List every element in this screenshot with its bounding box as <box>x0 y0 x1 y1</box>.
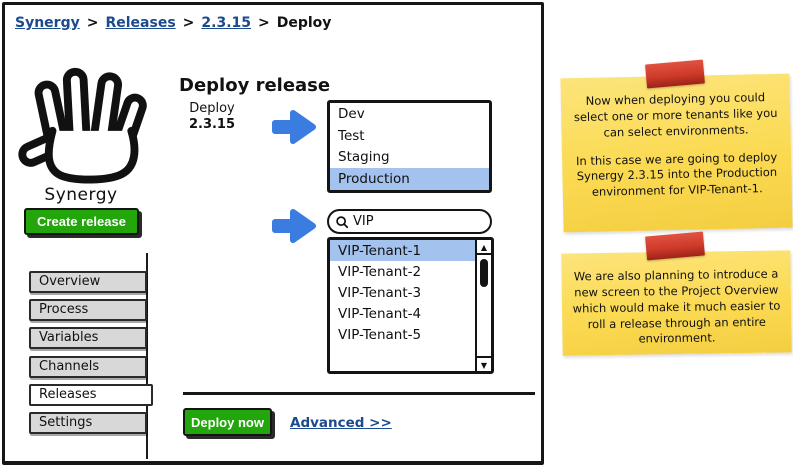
tenant-option-vip-tenant-1[interactable]: VIP-Tenant-1 <box>330 240 475 261</box>
deploy-version: 2.3.15 <box>188 117 236 132</box>
sidebar-tab-releases[interactable]: Releases <box>29 383 153 406</box>
tenant-option-vip-tenant-3[interactable]: VIP-Tenant-3 <box>338 284 422 301</box>
tenant-search-input[interactable] <box>353 214 473 229</box>
sidebar-tab-variables[interactable]: Variables <box>29 327 147 350</box>
note-paragraph: We are also planning to introduce a new … <box>572 266 781 346</box>
page-title: Deploy release <box>179 75 331 96</box>
breadcrumb-item-deploy: Deploy <box>276 15 332 31</box>
environment-option-production[interactable]: Production <box>330 168 489 190</box>
breadcrumb-item-synergy[interactable]: Synergy <box>15 15 80 31</box>
environment-option-dev[interactable]: Dev <box>338 105 365 122</box>
scroll-up-icon[interactable]: ▲ <box>477 240 491 255</box>
deploy-now-button[interactable]: Deploy now <box>183 408 272 436</box>
sidebar-tab-process[interactable]: Process <box>29 299 147 322</box>
environment-option-staging[interactable]: Staging <box>338 149 390 166</box>
tab-divider-line <box>146 253 148 459</box>
arrow-right-icon <box>272 110 316 144</box>
tenant-option-vip-tenant-2[interactable]: VIP-Tenant-2 <box>338 263 422 280</box>
breadcrumb-separator: > <box>182 15 195 31</box>
breadcrumb-item-2-3-15[interactable]: 2.3.15 <box>201 15 251 31</box>
sticky-note-1: Now when deploying you could select one … <box>560 73 793 233</box>
breadcrumb: Synergy > Releases >2.3.15 > Deploy <box>15 15 331 31</box>
search-icon <box>336 215 349 228</box>
sidebar-tab-settings[interactable]: Settings <box>29 412 147 434</box>
scrollbar[interactable]: ▲ ▼ <box>475 240 491 371</box>
sidebar-tab-overview[interactable]: Overview <box>29 271 147 293</box>
tenant-option-vip-tenant-5[interactable]: VIP-Tenant-5 <box>338 326 422 343</box>
arrow-right-icon <box>272 209 316 243</box>
breadcrumb-separator: > <box>86 15 99 31</box>
footer-divider <box>183 392 535 395</box>
create-release-button[interactable]: Create release <box>24 208 139 235</box>
vulcan-salute-icon <box>18 67 147 184</box>
tape-icon <box>645 231 705 261</box>
deploy-label: Deploy <box>189 101 235 116</box>
tape-icon <box>645 59 705 89</box>
note-paragraph: Now when deploying you could select one … <box>573 90 778 140</box>
scroll-down-icon[interactable]: ▼ <box>477 356 491 371</box>
scrollbar-thumb[interactable] <box>479 259 488 287</box>
app-name: Synergy <box>44 185 118 205</box>
advanced-link[interactable]: Advanced >> <box>290 415 392 431</box>
breadcrumb-separator: > <box>258 15 270 31</box>
note-paragraph: In this case we are going to deploy Syne… <box>575 149 778 200</box>
tenant-search-field[interactable] <box>327 209 492 234</box>
sticky-note-2: We are also planning to introduce a new … <box>561 250 792 356</box>
environment-option-test[interactable]: Test <box>338 127 365 144</box>
app-window: Synergy > Releases >2.3.15 > Deploy Synergy C… <box>2 2 544 465</box>
tenant-option-vip-tenant-4[interactable]: VIP-Tenant-4 <box>338 305 422 322</box>
sidebar-tab-channels[interactable]: Channels <box>29 355 147 378</box>
breadcrumb-item-releases[interactable]: Releases <box>105 15 176 31</box>
